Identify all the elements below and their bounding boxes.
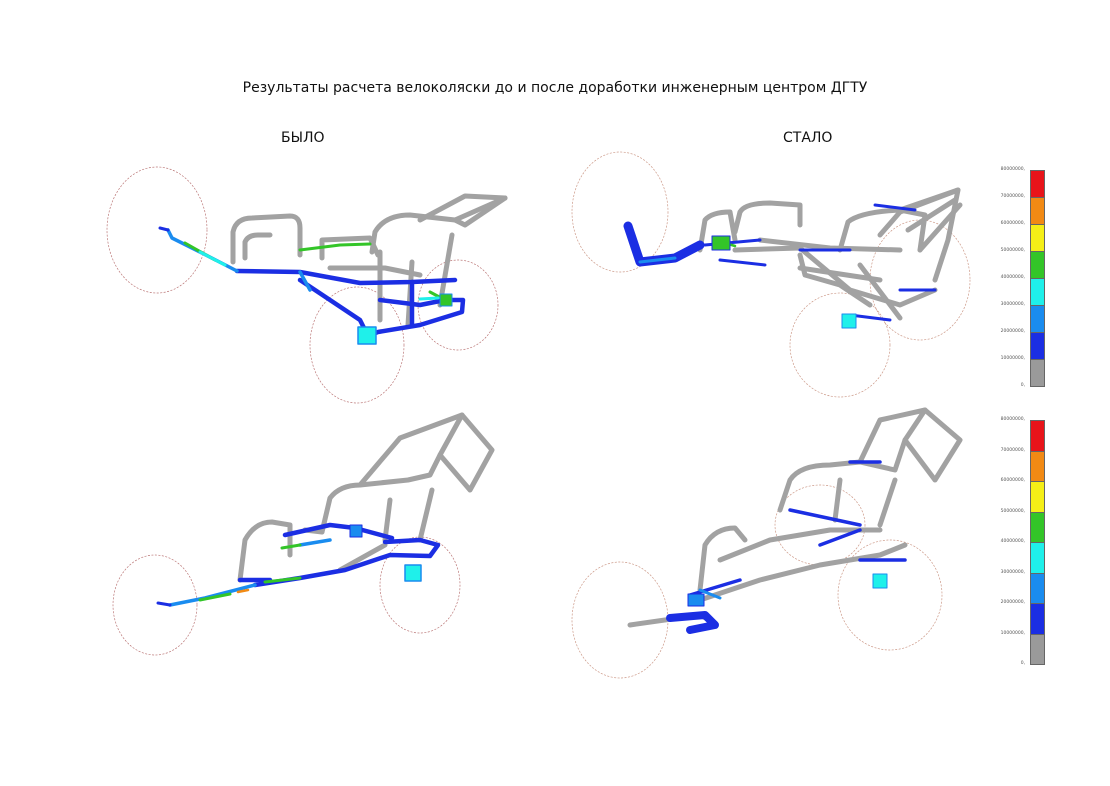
legend-tick-label: 70000000, <box>1000 447 1025 453</box>
legend-swatch <box>1030 511 1045 543</box>
legend-tick-label: 10000000, <box>1000 630 1025 636</box>
legend-tick-label: 70000000, <box>1000 194 1025 199</box>
legend-swatch <box>1030 305 1045 333</box>
legend-tick-label: 60000000, <box>1000 221 1025 226</box>
legend-tick-label: 80000000, <box>1000 167 1025 172</box>
wheel-outline <box>789 292 891 398</box>
legend-tick-label: 0, <box>1020 661 1025 666</box>
legend-swatch <box>1030 481 1045 513</box>
stress-legend-top: 80000000, 70000000, 60000000, 50000000, 4000… <box>1000 162 1100 402</box>
label-before: БЫЛО <box>281 130 325 146</box>
legend-swatch <box>1030 170 1045 198</box>
legend-tick-label: 60000000, <box>1000 478 1025 483</box>
legend-swatch <box>1030 278 1045 306</box>
legend-tick-label: 40000000, <box>1000 275 1025 280</box>
legend-swatch <box>1030 603 1045 635</box>
legend-swatch <box>1030 633 1045 665</box>
wheel-outline <box>309 286 405 404</box>
page-title: Результаты расчета велоколяски до и посл… <box>242 80 868 96</box>
legend-tick-label: 10000000, <box>1000 356 1025 361</box>
legend-tick-label: 30000000, <box>1000 569 1025 575</box>
legend-swatch <box>1030 450 1045 482</box>
legend-swatch <box>1030 197 1045 225</box>
wheel-outline <box>774 484 866 566</box>
label-after: СТАЛО <box>783 130 833 146</box>
view-before-top <box>106 166 508 404</box>
legend-swatch <box>1030 420 1045 452</box>
legend-tick-label: 40000000, <box>1000 539 1025 544</box>
legend-swatch <box>1030 332 1045 360</box>
legend-tick-label: 20000000, <box>1000 600 1025 605</box>
wheel-outline <box>379 536 461 634</box>
legend-swatch <box>1030 572 1045 604</box>
legend-swatch <box>1030 251 1045 279</box>
wheel-outline <box>106 166 208 294</box>
wheel-outline <box>837 539 943 651</box>
legend-tick-label: 50000000, <box>1000 248 1025 253</box>
legend-tick-label: 0, <box>1020 383 1025 388</box>
legend-swatch <box>1030 359 1045 387</box>
view-before-bottom <box>112 412 495 656</box>
legend-swatch <box>1030 224 1045 252</box>
view-after-bottom <box>571 407 963 679</box>
wheel-outline <box>112 554 198 656</box>
stress-legend-bottom: 80000000, 70000000, 60000000, 50000000, 4000… <box>1000 412 1100 672</box>
legend-tick-label: 30000000, <box>1000 302 1025 307</box>
legend-tick-label: 50000000, <box>1000 508 1025 514</box>
legend-tick-label: 20000000, <box>1000 329 1025 334</box>
legend-swatch <box>1030 542 1045 574</box>
legend-tick-label: 80000000, <box>1000 417 1025 422</box>
wheel-outline <box>571 151 669 273</box>
view-after-top <box>571 151 971 398</box>
